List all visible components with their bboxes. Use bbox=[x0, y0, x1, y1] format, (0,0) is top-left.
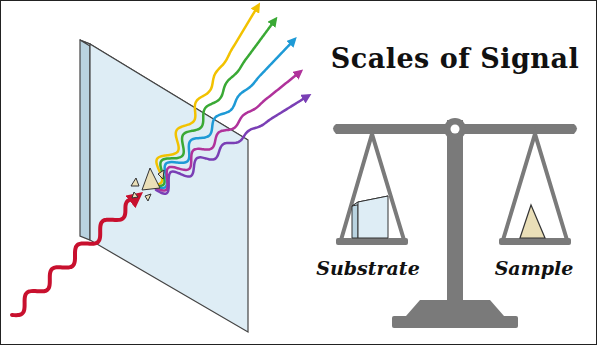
shard bbox=[142, 168, 160, 190]
scale-base bbox=[406, 300, 504, 316]
scale-post bbox=[447, 120, 463, 302]
pan-label: Substrate bbox=[316, 257, 419, 279]
scale-beam bbox=[333, 124, 577, 134]
pivot-hole bbox=[451, 125, 460, 134]
wave-arrow bbox=[12, 196, 138, 315]
right-pan bbox=[499, 238, 571, 245]
substrate-on-pan bbox=[352, 196, 388, 238]
wave-arrow bbox=[156, 96, 308, 194]
shard bbox=[132, 192, 138, 198]
scale-foot bbox=[392, 316, 518, 328]
left-pan bbox=[336, 238, 408, 245]
balance-scale bbox=[333, 118, 577, 328]
scale-pivot bbox=[444, 118, 466, 140]
shard bbox=[158, 170, 164, 179]
glass-substrate bbox=[80, 40, 248, 332]
light-waves bbox=[12, 6, 308, 315]
pan-label: Sample bbox=[495, 257, 574, 279]
shard bbox=[145, 194, 151, 201]
title: Scales of Signal bbox=[331, 43, 580, 74]
sample-shards bbox=[131, 168, 164, 201]
shard bbox=[131, 178, 139, 186]
right-hanger bbox=[503, 134, 567, 240]
sample-on-pan bbox=[520, 205, 545, 238]
left-hanger bbox=[341, 134, 404, 240]
slab-edge bbox=[80, 40, 90, 240]
wave-arrow bbox=[154, 40, 294, 188]
